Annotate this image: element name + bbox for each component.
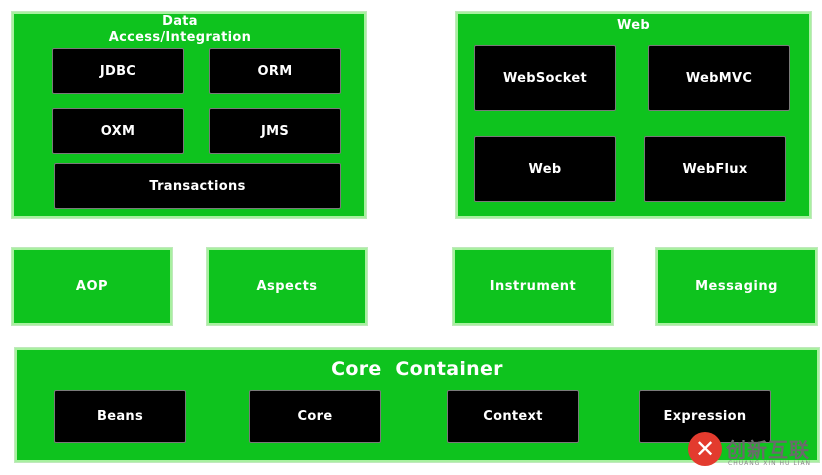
web-title: Web: [617, 18, 650, 33]
watermark-x-icon: ✕: [694, 435, 716, 463]
module-transactions: Transactions: [54, 163, 341, 209]
data-access-integration-group: Data Access/Integration JDBC ORM OXM JMS…: [12, 12, 366, 218]
data-access-title-line2: Access/Integration: [108, 30, 252, 45]
module-orm: ORM: [209, 48, 341, 94]
module-websocket: WebSocket: [474, 45, 616, 111]
module-jms: JMS: [209, 108, 341, 154]
data-access-title-line1: Data: [162, 14, 198, 29]
watermark-subtext: CHUANG XIN HU LIAN: [728, 460, 812, 467]
module-instrument: Instrument: [453, 248, 613, 325]
module-jdbc: JDBC: [52, 48, 184, 94]
watermark-logo: ✕ 创新互联 CHUANG XIN HU LIAN: [688, 430, 822, 475]
module-web: Web: [474, 136, 616, 202]
module-webmvc: WebMVC: [648, 45, 790, 111]
web-group: Web WebSocket WebMVC Web WebFlux: [456, 12, 811, 218]
module-aspects: Aspects: [207, 248, 367, 325]
core-container-group: Core Container Beans Core Context Expres…: [15, 348, 819, 462]
module-context: Context: [447, 390, 579, 443]
module-beans: Beans: [54, 390, 186, 443]
module-messaging: Messaging: [656, 248, 817, 325]
module-core: Core: [249, 390, 381, 443]
module-aop: AOP: [12, 248, 172, 325]
watermark-circle-icon: [688, 432, 722, 466]
core-container-title: Core Container: [331, 358, 503, 380]
watermark-text: 创新互联: [726, 438, 810, 462]
module-oxm: OXM: [52, 108, 184, 154]
module-webflux: WebFlux: [644, 136, 786, 202]
